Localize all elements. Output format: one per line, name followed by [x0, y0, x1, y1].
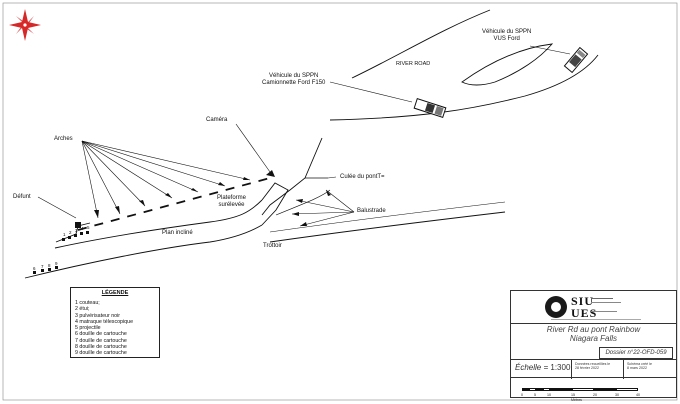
- plan-incline-label: Plan incliné: [162, 230, 193, 236]
- legend-item: 1 couteau;: [75, 300, 100, 306]
- legend-item: 5 projectile: [75, 325, 101, 332]
- ramp-upper-edge: [54, 199, 263, 249]
- evidence-marker-2: 2: [69, 230, 72, 235]
- plateforme-label: Plateforme surélevée: [217, 195, 247, 208]
- balustrade-pointers: [291, 189, 355, 227]
- defunt-marker: [75, 222, 81, 228]
- ramp-lower-edge: [24, 224, 263, 279]
- dossier-number: Dossier n°22-OFD-059: [599, 347, 673, 359]
- evidence-marker-7: 7: [41, 264, 44, 269]
- siu-logo-text: SIU: [571, 294, 595, 308]
- scale-tick: 20: [593, 393, 597, 397]
- suv-vehicle-icon: [563, 46, 589, 74]
- title-block: SIU UES River Rd au pont Rainbow Niagara…: [510, 290, 677, 398]
- suv-pointer: [529, 45, 571, 55]
- evidence-marker-6: 6: [33, 266, 36, 271]
- legend-item: 8 douille de cartouche: [75, 344, 127, 351]
- scale-unit: Mètres: [571, 398, 582, 402]
- trottoir-label: Trottoir: [263, 243, 282, 249]
- balustrade-arrowheads: [292, 190, 331, 226]
- siu-logo-mark-icon: [545, 296, 567, 318]
- scale-tick: 15: [571, 393, 575, 397]
- scale-label: Échelle = 1:300: [515, 363, 571, 372]
- data-collected-cell: Données recueillies le 28 février 2022: [571, 360, 629, 379]
- legend-item: 7 douille de cartouche: [75, 337, 127, 344]
- legend-item: 4 matraque télescopique: [75, 318, 134, 325]
- sidewalk-inner: [269, 201, 506, 233]
- defunt-area: [55, 222, 91, 243]
- evidence-cluster-lower: [33, 266, 58, 274]
- scale-tick: 0: [521, 393, 523, 397]
- ues-logo-text: UES: [571, 306, 598, 320]
- evidence-marker-3: 3: [75, 228, 78, 233]
- camera-pointer: [235, 123, 271, 173]
- defunt-pointer: [37, 196, 77, 219]
- river-road-label: RIVER ROAD: [396, 61, 431, 67]
- legend-box: LÉGENDE 1 couteau; 2 étui; 3 pulvérisate…: [70, 287, 160, 358]
- pickup-pointer: [329, 81, 413, 103]
- culee-pointer: [327, 176, 337, 179]
- balustrade-label: Balustrade: [357, 208, 386, 214]
- raised-platform-outline: [261, 182, 289, 226]
- legend-title: LÉGENDE: [101, 290, 129, 296]
- balustrade-line: [275, 189, 331, 216]
- sidewalk-edge: [269, 211, 506, 243]
- evidence-marker-4: 4: [81, 226, 84, 231]
- evidence-marker-9: 9: [55, 261, 58, 266]
- suv-vehicle-label: Véhicule du SPPN VUS Ford: [482, 29, 532, 42]
- arches-label: Arches: [54, 136, 73, 142]
- legend-item: 9 douille de cartouche: [75, 350, 127, 357]
- scale-tick: 5: [534, 393, 536, 397]
- river-road-north-edge: [351, 9, 491, 79]
- evidence-marker-8: 8: [48, 263, 51, 268]
- camera-label: Caméra: [206, 117, 228, 123]
- pickup-vehicle-label: Véhicule du SPPN Camionnette Ford F150: [262, 73, 326, 86]
- legend-item: 3 pulvérisateur noir: [75, 312, 121, 319]
- arches-arrowheads: [94, 177, 250, 218]
- evidence-cluster-upper: [62, 231, 89, 241]
- river-road-south-edge: [329, 54, 599, 121]
- river-road-island: [461, 43, 554, 86]
- evidence-marker-5: 5: [87, 225, 90, 230]
- legend-item: 2 étui;: [75, 306, 90, 313]
- arches-pointers: [81, 140, 251, 219]
- legend-item: 6 douille de cartouche: [75, 331, 127, 338]
- schema-created-cell: Schéma créé le 8 mars 2022: [623, 360, 680, 379]
- abutment-line: [261, 137, 323, 216]
- scale-tick: 40: [636, 393, 640, 397]
- scale-tick: 10: [547, 393, 551, 397]
- defunt-label: Défunt: [13, 194, 31, 200]
- drawing-title: River Rd au pont Rainbow Niagara Falls: [546, 325, 641, 343]
- scale-row: Échelle = 1:300 Données recueillies le 2…: [511, 359, 676, 379]
- evidence-marker-1: 1: [63, 232, 66, 237]
- scale-tick: 30: [615, 393, 619, 397]
- scale-bar: [522, 388, 638, 392]
- siu-logo: SIU UES: [511, 291, 676, 324]
- compass-rose-icon: [9, 9, 41, 41]
- pickup-vehicle-icon: [413, 97, 447, 119]
- camera-icon: [266, 170, 275, 177]
- culee-label: Culée du pontT=: [340, 174, 385, 180]
